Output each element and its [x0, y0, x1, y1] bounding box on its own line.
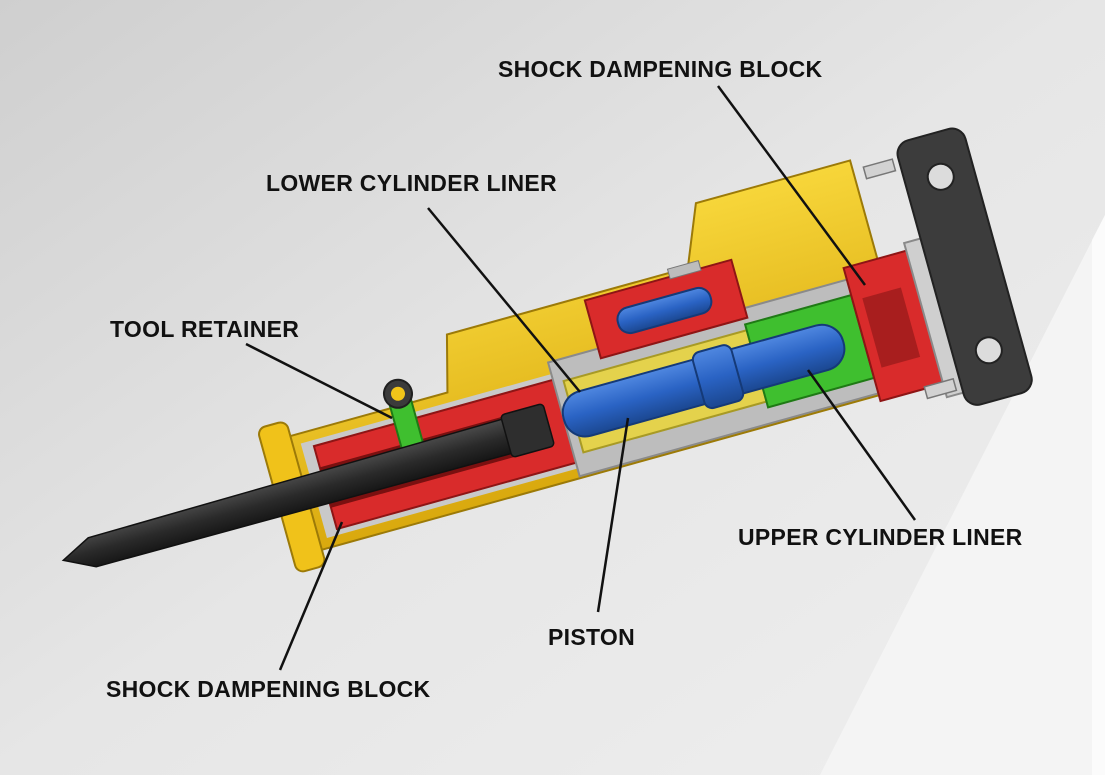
leader-shock-block-top — [716, 85, 867, 286]
tool-retainer-cap-inner — [390, 386, 405, 401]
mounting-hole-bottom — [974, 336, 1003, 365]
label-tool-retainer: TOOL RETAINER — [110, 316, 300, 342]
label-shock-dampening-block-top: SHOCK DAMPENING BLOCK — [498, 56, 823, 82]
chisel-collar — [500, 403, 555, 458]
valve-gauge — [666, 260, 702, 280]
leader-piston — [596, 417, 630, 613]
background-light-band — [820, 215, 1105, 775]
leader-lower-cylinder-liner — [427, 207, 581, 393]
label-lower-cylinder-liner: LOWER CYLINDER LINER — [266, 170, 557, 196]
label-shock-dampening-block-bottom: SHOCK DAMPENING BLOCK — [106, 676, 431, 702]
bolt-top — [862, 158, 897, 180]
leader-tool-retainer — [245, 342, 393, 420]
leader-shock-block-bottom — [278, 521, 344, 671]
breaker-assembly — [61, 127, 1033, 573]
mounting-hole-top — [926, 162, 955, 191]
background-edge-highlight — [1092, 215, 1105, 775]
valve-spool — [616, 286, 713, 335]
leader-lines — [245, 85, 917, 671]
piston-collar — [691, 344, 745, 410]
mounting-plate — [896, 127, 1033, 406]
label-upper-cylinder-liner: UPPER CYLINDER LINER — [738, 524, 1023, 550]
label-piston: PISTON — [548, 624, 636, 650]
bolt-bottom — [923, 377, 958, 400]
leader-upper-cylinder-liner — [806, 369, 917, 521]
back-head-chamber — [862, 287, 921, 368]
